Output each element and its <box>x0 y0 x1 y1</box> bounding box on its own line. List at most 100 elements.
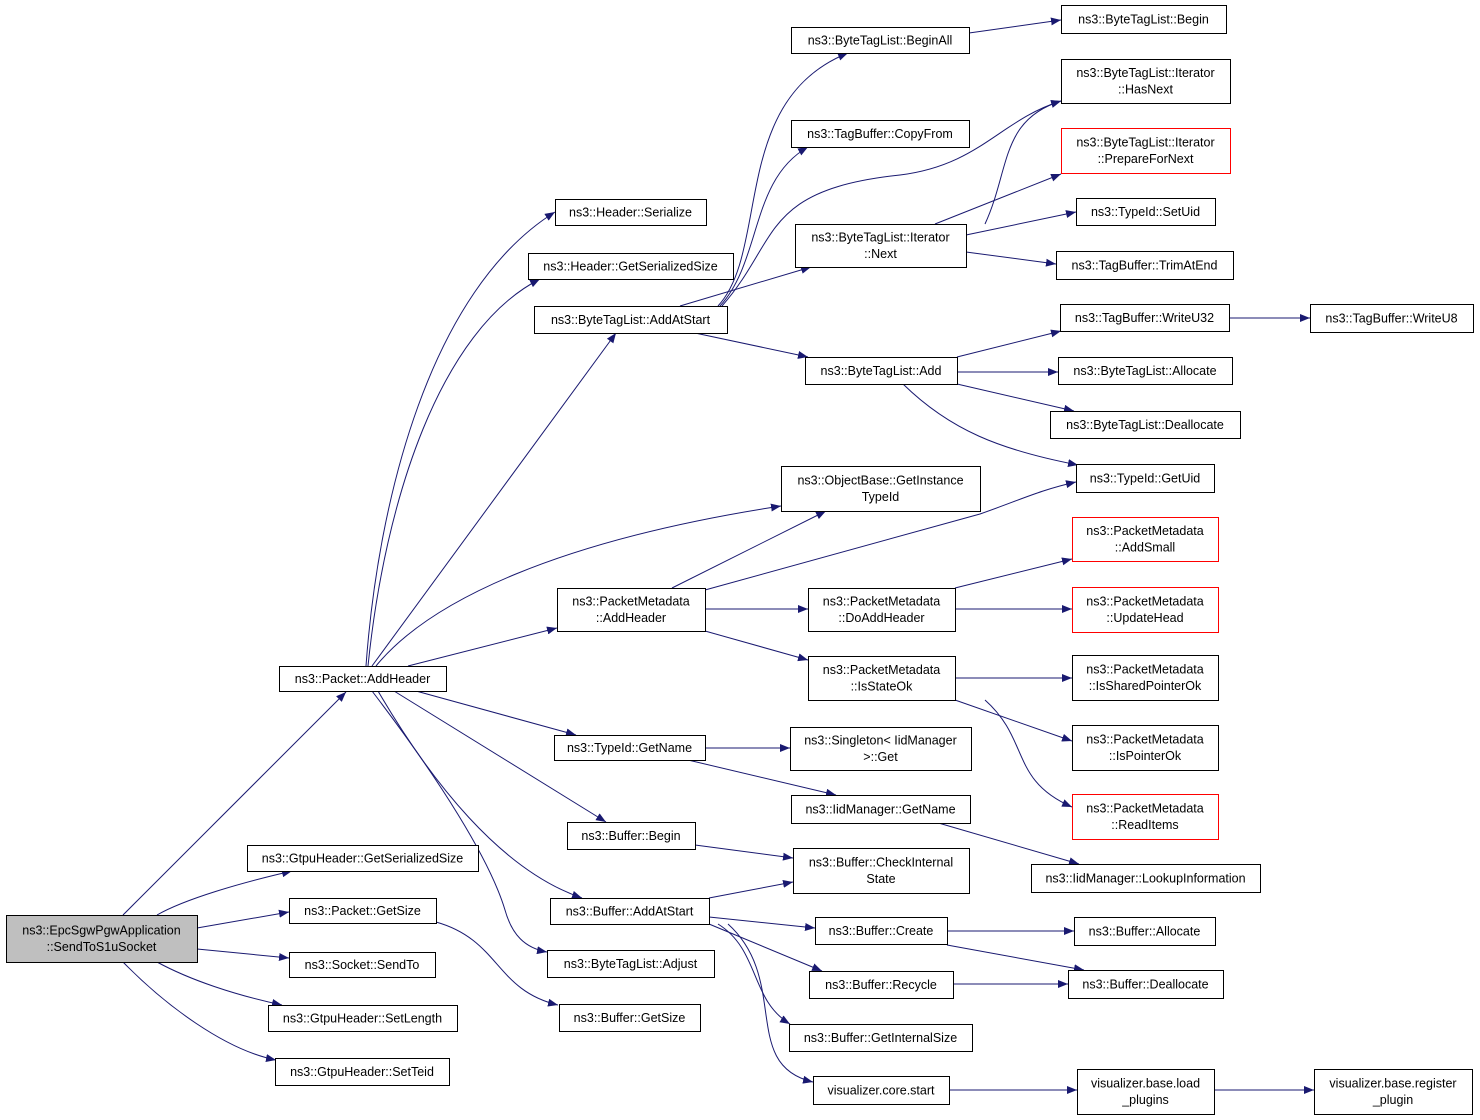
node-packetmetadata-doaddheader[interactable]: ns3::PacketMetadata::DoAddHeader <box>808 588 956 632</box>
node-label-line: ns3::ByteTagList::Deallocate <box>1066 418 1224 432</box>
node-box <box>550 898 710 925</box>
node-typeid-setuid[interactable]: ns3::TypeId::SetUid <box>1076 198 1216 226</box>
node-box <box>1058 357 1233 385</box>
node-packetmetadata-ispointerok[interactable]: ns3::PacketMetadata::IsPointerOk <box>1072 725 1219 771</box>
node-tagbuffer-writeu32[interactable]: ns3::TagBuffer::WriteU32 <box>1060 304 1230 332</box>
node-label-line: ns3::IidManager::LookupInformation <box>1045 872 1245 886</box>
node-visualizer-core-start[interactable]: visualizer.core.start <box>813 1076 950 1105</box>
edge-bytetaglist-addatstart-to-bytetaglist-beginall <box>717 52 849 307</box>
node-box <box>1076 198 1216 226</box>
node-bytetaglist-deallocate[interactable]: ns3::ByteTagList::Deallocate <box>1050 411 1241 439</box>
node-label-line: ::HasNext <box>1118 83 1173 97</box>
node-box <box>809 971 954 999</box>
node-label-line: ns3::PacketMetadata <box>1086 663 1203 677</box>
node-label-line: ns3::ByteTagList::Iterator <box>1076 136 1214 150</box>
node-bytetaglist-iterator-hasnext[interactable]: ns3::ByteTagList::Iterator::HasNext <box>1061 59 1231 104</box>
node-label-line: ::IsStateOk <box>851 680 914 694</box>
node-label-line: ns3::ByteTagList::Iterator <box>811 231 949 245</box>
call-nodes: ns3::EpcSgwPgwApplication::SendToS1uSock… <box>6 5 1474 1115</box>
node-bytetaglist-iterator-next[interactable]: ns3::ByteTagList::Iterator::Next <box>795 224 967 268</box>
node-box <box>1072 794 1219 840</box>
edge-packet-addheader-to-packetmetadata-addheader <box>407 626 558 667</box>
edge-packet-addheader-to-buffer-addatstart <box>377 690 583 899</box>
node-box <box>1310 304 1474 333</box>
node-buffer-recycle[interactable]: ns3::Buffer::Recycle <box>809 971 954 999</box>
node-iidmanager-getname[interactable]: ns3::IidManager::GetName <box>791 795 971 824</box>
node-label-line: ns3::GtpuHeader::SetLength <box>283 1012 442 1026</box>
edge-epc-sendtos1usocket-to-packet-getsize <box>196 909 290 929</box>
node-iidmanager-lookupinformation[interactable]: ns3::IidManager::LookupInformation <box>1031 864 1261 893</box>
node-box <box>1056 251 1234 280</box>
node-buffer-begin[interactable]: ns3::Buffer::Begin <box>567 822 696 850</box>
node-epc-sendtos1usocket[interactable]: ns3::EpcSgwPgwApplication::SendToS1uSock… <box>6 915 198 963</box>
node-box <box>808 588 956 632</box>
edge-packetmetadata-addheader-to-packetmetadata-isstateok <box>704 630 809 662</box>
node-visualizer-base-load-plugins[interactable]: visualizer.base.load_plugins <box>1077 1069 1215 1115</box>
node-buffer-getinternalsize[interactable]: ns3::Buffer::GetInternalSize <box>789 1024 973 1052</box>
node-box <box>247 845 479 872</box>
node-tagbuffer-trimatend[interactable]: ns3::TagBuffer::TrimAtEnd <box>1056 251 1234 280</box>
edge-buffer-addatstart-to-buffer-create <box>708 916 816 931</box>
node-box <box>791 795 971 824</box>
node-box <box>554 735 706 761</box>
node-header-getserializedsize[interactable]: ns3::Header::GetSerializedSize <box>528 253 734 280</box>
node-bytetaglist-addatstart[interactable]: ns3::ByteTagList::AddAtStart <box>534 306 728 334</box>
node-header-serialize[interactable]: ns3::Header::Serialize <box>555 199 707 226</box>
edge-epc-sendtos1usocket-to-gtpuheader-setteid <box>122 961 277 1062</box>
node-box <box>815 917 948 945</box>
node-box <box>805 357 958 385</box>
node-packetmetadata-readitems[interactable]: ns3::PacketMetadata::ReadItems <box>1072 794 1219 840</box>
node-typeid-getuid[interactable]: ns3::TypeId::GetUid <box>1076 464 1215 493</box>
node-buffer-deallocate[interactable]: ns3::Buffer::Deallocate <box>1068 970 1224 999</box>
node-buffer-create[interactable]: ns3::Buffer::Create <box>815 917 948 945</box>
node-packetmetadata-addheader[interactable]: ns3::PacketMetadata::AddHeader <box>557 588 706 632</box>
node-label-line: ns3::TagBuffer::WriteU32 <box>1075 311 1214 325</box>
node-packetmetadata-updatehead[interactable]: ns3::PacketMetadata::UpdateHead <box>1072 587 1219 633</box>
node-buffer-allocate[interactable]: ns3::Buffer::Allocate <box>1074 917 1216 946</box>
edge-buffer-addatstart-to-visualizer-core-start <box>727 923 814 1084</box>
node-box <box>791 120 970 148</box>
node-packet-getsize[interactable]: ns3::Packet::GetSize <box>289 898 437 924</box>
node-box <box>795 224 967 268</box>
node-buffer-getsize[interactable]: ns3::Buffer::GetSize <box>559 1004 701 1032</box>
edge-bytetaglist-iterator-next-to-bytetaglist-iterator-preparefornext <box>934 173 1062 225</box>
node-packetmetadata-issharedpointerok[interactable]: ns3::PacketMetadata::IsSharedPointerOk <box>1072 655 1219 701</box>
node-label-line: ns3::Buffer::Deallocate <box>1082 978 1208 992</box>
edge-bytetaglist-addatstart-to-bytetaglist-add <box>694 332 809 359</box>
node-packetmetadata-addsmall[interactable]: ns3::PacketMetadata::AddSmall <box>1072 517 1219 562</box>
node-bytetaglist-begin[interactable]: ns3::ByteTagList::Begin <box>1061 5 1227 34</box>
node-bytetaglist-iterator-preparefornext[interactable]: ns3::ByteTagList::Iterator::PrepareForNe… <box>1061 128 1231 174</box>
node-gtpuheader-setlength[interactable]: ns3::GtpuHeader::SetLength <box>268 1005 458 1032</box>
edge-epc-sendtos1usocket-to-gtpuheader-getserializedsize <box>156 869 293 916</box>
edge-buffer-addatstart-to-buffer-checkinternalstate <box>708 879 794 899</box>
edge-packet-addheader-to-bytetaglist-addatstart <box>371 332 617 667</box>
node-gtpuheader-getserializedsize[interactable]: ns3::GtpuHeader::GetSerializedSize <box>247 845 479 872</box>
node-label-line: ns3::Packet::GetSize <box>304 904 421 918</box>
node-label-line: visualizer.base.register <box>1329 1077 1456 1091</box>
call-edges <box>122 17 1314 1094</box>
node-label-line: ns3::Buffer::Allocate <box>1089 925 1201 939</box>
node-box <box>1050 411 1241 439</box>
node-box <box>1076 464 1215 493</box>
node-bytetaglist-allocate[interactable]: ns3::ByteTagList::Allocate <box>1058 357 1233 385</box>
node-label-line: ns3::ByteTagList::Iterator <box>1076 66 1214 80</box>
node-packet-addheader[interactable]: ns3::Packet::AddHeader <box>279 666 447 692</box>
node-typeid-getname[interactable]: ns3::TypeId::GetName <box>554 735 706 761</box>
node-bytetaglist-adjust[interactable]: ns3::ByteTagList::Adjust <box>547 950 715 978</box>
node-packetmetadata-isstateok[interactable]: ns3::PacketMetadata::IsStateOk <box>808 656 956 701</box>
node-bytetaglist-add[interactable]: ns3::ByteTagList::Add <box>805 357 958 385</box>
node-box <box>1077 1069 1215 1115</box>
edge-bytetaglist-iterator-next-to-typeid-setuid <box>965 210 1077 236</box>
node-gtpuheader-setteid[interactable]: ns3::GtpuHeader::SetTeid <box>275 1058 450 1086</box>
node-label-line: >::Get <box>863 750 898 764</box>
node-tagbuffer-writeu8[interactable]: ns3::TagBuffer::WriteU8 <box>1310 304 1474 333</box>
node-bytetaglist-beginall[interactable]: ns3::ByteTagList::BeginAll <box>791 27 970 54</box>
node-tagbuffer-copyfrom[interactable]: ns3::TagBuffer::CopyFrom <box>791 120 970 148</box>
node-socket-sendto[interactable]: ns3::Socket::SendTo <box>289 952 436 978</box>
node-singleton-iidmanager-get[interactable]: ns3::Singleton< IidManager>::Get <box>790 727 972 771</box>
node-label-line: ns3::PacketMetadata <box>1086 595 1203 609</box>
node-visualizer-base-register-plugin[interactable]: visualizer.base.register_plugin <box>1314 1069 1473 1115</box>
node-buffer-addatstart[interactable]: ns3::Buffer::AddAtStart <box>550 898 710 925</box>
